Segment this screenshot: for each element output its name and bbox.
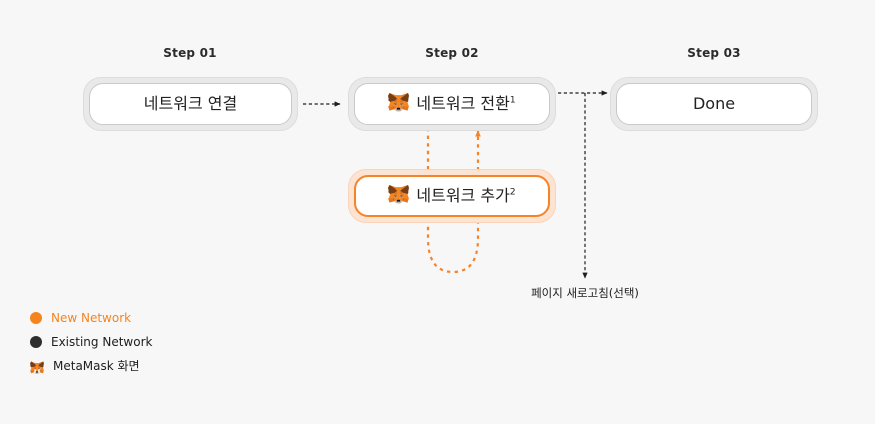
step-label-02: Step 02 [425, 46, 479, 60]
node-switch-network-inner: 네트워크 전환1 [354, 83, 550, 125]
node-connect-network[interactable]: 네트워크 연결 [83, 77, 298, 131]
node-add-network-label: 네트워크 추가2 [416, 188, 515, 204]
node-connect-network-inner: 네트워크 연결 [89, 83, 292, 125]
legend-label-metamask-screen: MetaMask 화면 [53, 358, 140, 373]
node-done-label: Done [692, 94, 736, 113]
node-done[interactable]: Done [610, 77, 818, 131]
legend-label-new-network: New Network [51, 310, 132, 325]
node-switch-network-label: 네트워크 전환1 [416, 96, 515, 112]
node-add-network-superscript: 2 [509, 187, 516, 198]
node-add-network-text: 네트워크 추가 [416, 186, 510, 205]
metamask-fox-icon [388, 184, 410, 208]
node-switch-network[interactable]: 네트워크 전환1 [348, 77, 556, 131]
node-switch-network-text: 네트워크 전환 [416, 94, 510, 113]
step-label-01: Step 01 [163, 46, 217, 60]
step-label-03: Step 03 [687, 46, 741, 60]
new-network-dot-icon [30, 311, 42, 324]
node-switch-network-superscript: 1 [509, 95, 516, 106]
legend: New Network Existing Network [30, 310, 152, 374]
legend-item-metamask-screen: MetaMask 화면 [30, 358, 152, 374]
node-add-network-inner: 네트워크 추가2 [354, 175, 550, 217]
metamask-fox-icon [30, 359, 44, 374]
metamask-fox-icon [388, 92, 410, 116]
node-done-inner: Done [616, 83, 812, 125]
existing-network-dot-icon [30, 335, 42, 348]
node-add-network[interactable]: 네트워크 추가2 [348, 169, 556, 223]
annotation-page-refresh: 페이지 새로고침(선택) [531, 286, 639, 300]
node-connect-network-label: 네트워크 연결 [143, 94, 238, 113]
legend-item-existing-network: Existing Network [30, 334, 152, 349]
legend-label-existing-network: Existing Network [51, 334, 153, 349]
legend-item-new-network: New Network [30, 310, 152, 325]
